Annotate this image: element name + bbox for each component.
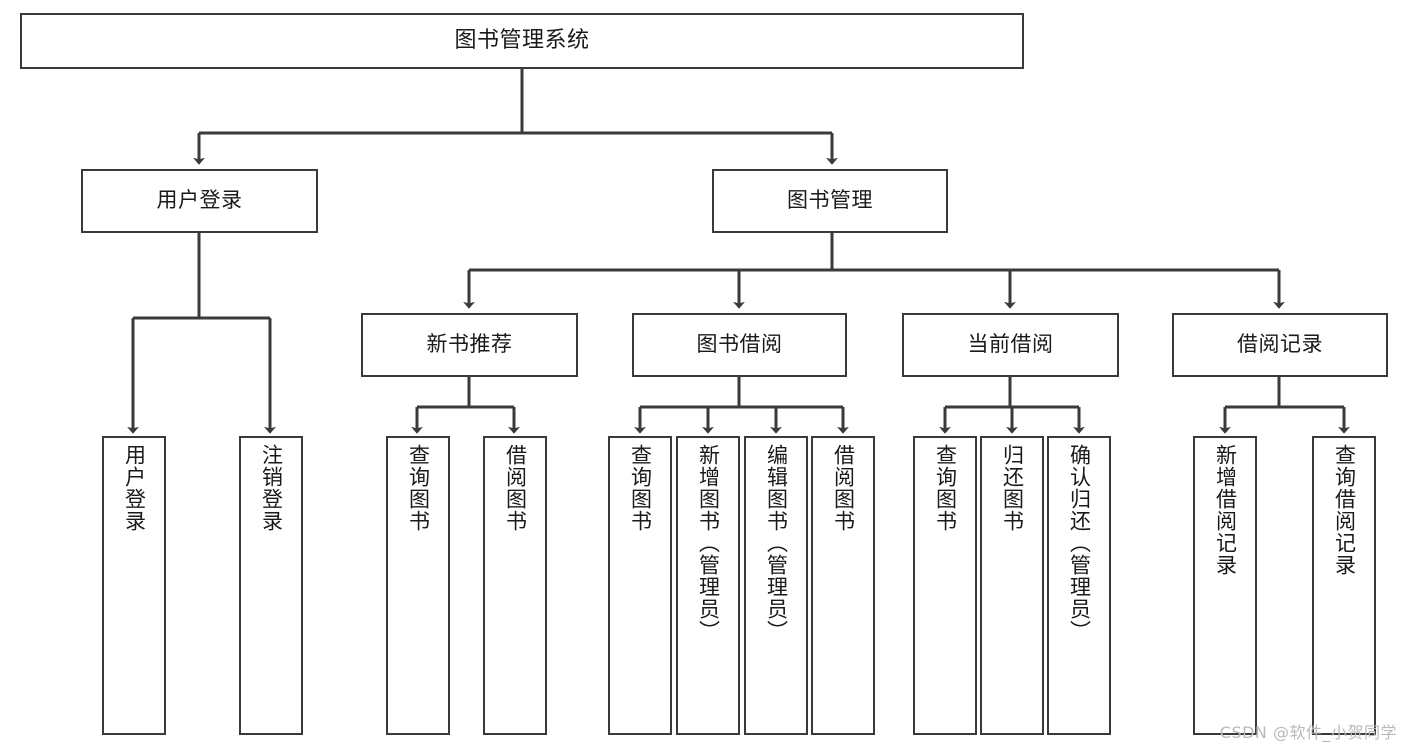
node-label: 图书管理 xyxy=(787,188,873,213)
leaf-borrow-book[interactable]: 借阅图书 xyxy=(811,436,875,735)
node-label: 图书管理系统 xyxy=(454,27,590,53)
node-user-login[interactable]: 用户登录 xyxy=(81,169,318,233)
leaf-query-borrow-record[interactable]: 查询借阅记录 xyxy=(1312,436,1376,735)
node-label: 查询图书 xyxy=(406,444,431,532)
node-book-borrow[interactable]: 图书借阅 xyxy=(632,313,847,377)
node-book-management[interactable]: 图书管理 xyxy=(712,169,948,233)
node-label: 借阅图书 xyxy=(503,444,528,532)
leaf-return-book[interactable]: 归还图书 xyxy=(980,436,1044,735)
leaf-edit-book-admin[interactable]: 编辑图书（管理员） xyxy=(744,436,808,735)
leaf-add-book-admin[interactable]: 新增图书（管理员） xyxy=(676,436,740,735)
node-label: 图书借阅 xyxy=(696,332,783,357)
node-label: 归还图书 xyxy=(1000,444,1025,532)
node-label: 借阅记录 xyxy=(1237,332,1323,357)
node-label: 查询图书 xyxy=(628,444,653,532)
leaf-logout-login[interactable]: 注销登录 xyxy=(239,436,303,735)
leaf-query-book-borrow[interactable]: 查询图书 xyxy=(608,436,672,735)
leaf-borrow-book-recommend[interactable]: 借阅图书 xyxy=(483,436,547,735)
node-label: 当前借阅 xyxy=(967,332,1054,357)
node-label: 查询借阅记录 xyxy=(1332,444,1357,576)
node-label: 编辑图书（管理员） xyxy=(764,444,789,642)
csdn-watermark: CSDN @软件_小贺同学 xyxy=(1219,723,1397,742)
leaf-user-login[interactable]: 用户登录 xyxy=(102,436,166,735)
node-label: 用户登录 xyxy=(122,444,147,532)
node-borrow-record[interactable]: 借阅记录 xyxy=(1172,313,1388,377)
node-label: 新增图书（管理员） xyxy=(696,444,721,642)
leaf-add-borrow-record[interactable]: 新增借阅记录 xyxy=(1193,436,1257,735)
leaf-query-book-recommend[interactable]: 查询图书 xyxy=(386,436,450,735)
node-label: 确认归还（管理员） xyxy=(1067,444,1092,642)
node-label: 借阅图书 xyxy=(831,444,856,532)
node-label: 新增借阅记录 xyxy=(1213,444,1238,576)
node-label: 新书推荐 xyxy=(426,332,513,357)
node-current-borrow[interactable]: 当前借阅 xyxy=(902,313,1119,377)
node-label: 注销登录 xyxy=(259,444,284,532)
leaf-confirm-return-admin[interactable]: 确认归还（管理员） xyxy=(1047,436,1111,735)
node-label: 查询图书 xyxy=(933,444,958,532)
node-label: 用户登录 xyxy=(156,188,243,213)
leaf-query-book-current[interactable]: 查询图书 xyxy=(913,436,977,735)
node-new-book-recommend[interactable]: 新书推荐 xyxy=(361,313,578,377)
node-root-book-management-system[interactable]: 图书管理系统 xyxy=(20,13,1024,69)
